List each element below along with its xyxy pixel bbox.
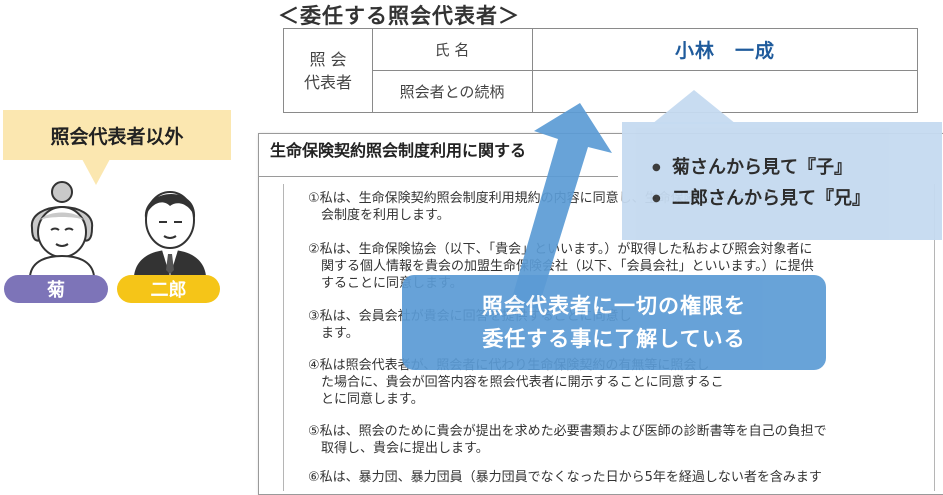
callout-item-jiro: 二郎さんから見て『兄』 xyxy=(652,183,870,214)
name-value: 小林 一成 xyxy=(674,40,775,62)
header-line1: 照 会 xyxy=(309,49,347,69)
header-line2: 代表者 xyxy=(303,72,352,92)
clause-2: ②私は、生命保険協会（以下、「貴会」といいます。）が取得した私および照会対象者に… xyxy=(308,242,814,291)
speech-bubble: 照会代表者以外 xyxy=(3,110,231,160)
representative-header: 照 会 代表者 xyxy=(284,29,373,112)
elderly-woman-avatar-icon xyxy=(28,181,96,276)
callout-item-kiku: 菊さんから見て『子』 xyxy=(652,152,870,183)
representative-table: 照 会 代表者 氏 名 小林 一成 照会者との続柄 xyxy=(283,28,918,113)
document-title-divider xyxy=(258,176,618,177)
relationship-callout: 菊さんから見て『子』 二郎さんから見て『兄』 xyxy=(622,122,942,240)
section-heading: ＜委任する照会代表者＞ xyxy=(278,4,520,28)
relationship-label: 照会者との続柄 xyxy=(372,71,533,112)
name-pill-kiku: 菊 xyxy=(4,275,108,303)
clause-5: ⑤私は、照会のために貴会が提出を求めた必要書類および医師の診断書等を自己の負担で… xyxy=(308,424,827,456)
up-arrow-icon xyxy=(510,103,612,309)
banner-line2: 委任する事に了解している xyxy=(482,326,746,351)
banner-line1: 照会代表者に一切の権限を xyxy=(482,293,746,318)
clause-6: ⑥私は、暴力団、暴力団員（暴力団員でなくなった日から5年を経過しない者を含みます xyxy=(308,470,822,485)
callout-pointer xyxy=(652,90,736,124)
man-avatar-icon xyxy=(134,191,206,276)
name-row: 氏 名 小林 一成 xyxy=(372,29,917,71)
speech-bubble-tail xyxy=(82,159,110,185)
relationship-row: 照会者との続柄 xyxy=(372,71,917,112)
authority-banner: 照会代表者に一切の権限を 委任する事に了解している xyxy=(402,275,826,370)
name-pill-jiro: 二郎 xyxy=(117,275,220,303)
name-label: 氏 名 xyxy=(372,29,533,70)
document-title: 生命保険契約照会制度利用に関する xyxy=(270,141,527,160)
